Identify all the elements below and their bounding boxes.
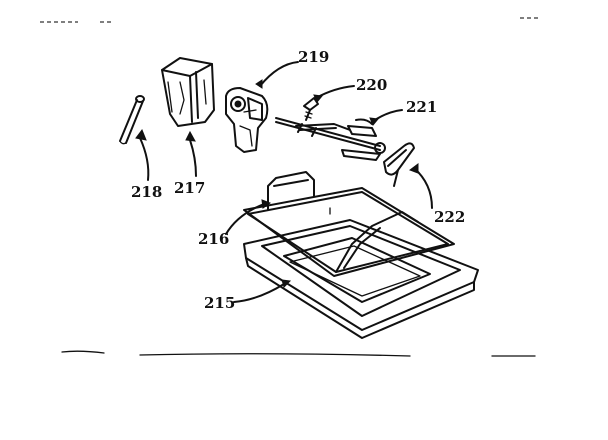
part-222-clip (383, 142, 415, 187)
callout-217: 217 (174, 179, 205, 197)
callout-220: 220 (356, 76, 387, 94)
part-215-drip-pan (243, 219, 479, 339)
callout-218: 218 (131, 183, 162, 201)
leader-lines (135, 61, 433, 303)
callout-216: 216 (198, 230, 229, 248)
callout-222: 222 (434, 208, 465, 226)
part-216-wire-rack (243, 171, 455, 277)
part-220-screw (303, 97, 319, 121)
part-221-spit (275, 117, 386, 161)
part-218-pin (119, 95, 145, 145)
callout-221: 221 (406, 98, 437, 116)
part-219-motor (225, 87, 269, 153)
callout-219: 219 (298, 48, 329, 66)
part-217-bracket (161, 57, 215, 127)
callout-215: 215 (204, 294, 235, 312)
border-marks (40, 17, 540, 357)
